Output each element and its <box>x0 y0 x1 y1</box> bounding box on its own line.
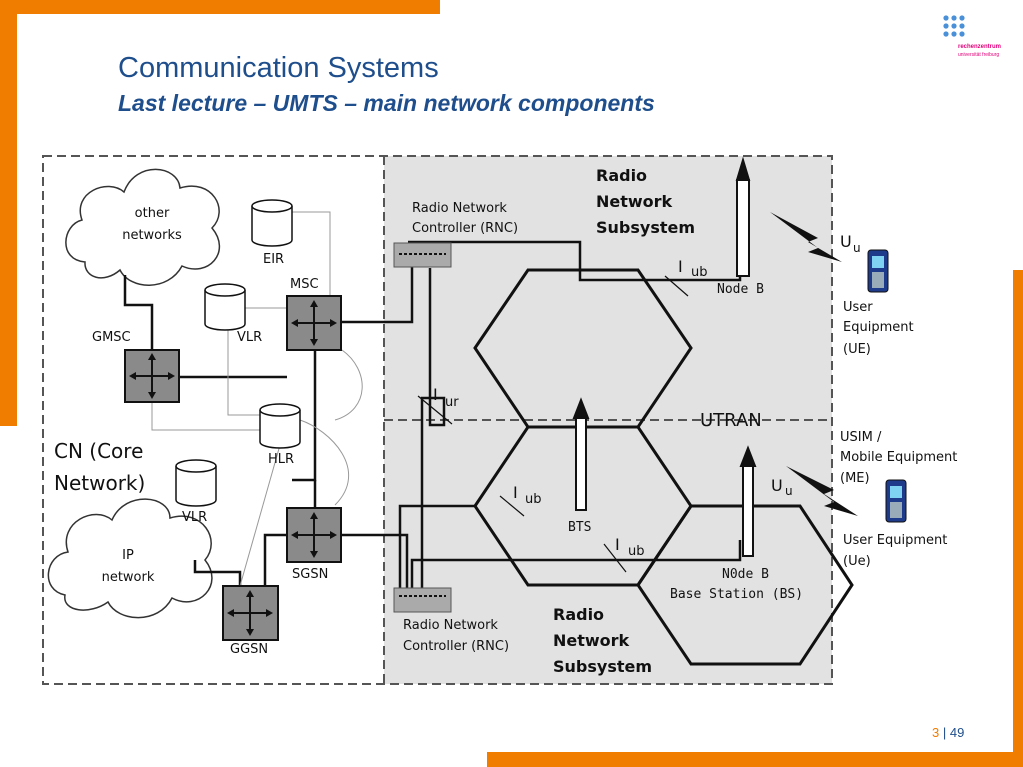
usim-label-2: Mobile Equipment <box>840 450 957 465</box>
cloud-other-label-1: other <box>135 206 170 221</box>
uu-top-label: U <box>840 232 852 251</box>
uu-top-sub-label: u <box>853 241 861 255</box>
rns-top-label-3: Subsystem <box>596 218 695 237</box>
hlr-database-icon <box>259 403 301 449</box>
iur-label: I <box>433 385 438 404</box>
usim-label-1: USIM / <box>840 430 882 445</box>
cell-hexagon-bottom <box>636 504 854 666</box>
other-networks-cloud-icon <box>65 168 221 286</box>
rns-top-label-1: Radio <box>596 166 647 185</box>
ue-top-label-1: User <box>843 300 873 315</box>
uu-bottom-label: U <box>771 476 783 495</box>
rnc-bottom-label-1: Radio Network <box>403 618 498 633</box>
gmsc-switch-icon <box>124 349 180 403</box>
rnc-top-label-2: Controller (RNC) <box>412 221 518 236</box>
vlr-top-database-icon <box>204 283 246 331</box>
bottom-orange-bar <box>487 752 1023 767</box>
outer-dashed-border <box>42 155 833 685</box>
top-left-orange-bar <box>0 0 440 14</box>
logo-text-line1: rechenzentrum <box>958 44 1002 50</box>
page-subtitle: Last lecture – UMTS – main network compo… <box>118 90 655 116</box>
ue-top-label-3: (UE) <box>843 342 871 357</box>
rns-bottom-label-3: Subsystem <box>553 657 652 676</box>
bts-label: BTS <box>568 520 591 535</box>
msc-switch-icon <box>286 295 342 351</box>
page-title: Communication Systems <box>118 52 439 84</box>
right-orange-bar <box>1013 270 1023 767</box>
node-b-top-label: Node B <box>717 282 764 297</box>
uu-bottom-lightning-icon <box>786 466 858 516</box>
base-station-label: Base Station (BS) <box>670 587 803 602</box>
page-current: 3 <box>932 725 940 740</box>
iub-top-label: I <box>678 257 683 276</box>
uu-top-lightning-icon <box>770 212 842 262</box>
node-b-bottom-antenna-icon <box>739 445 757 557</box>
iub-mid-sub-label: ub <box>525 492 542 507</box>
ggsn-label: GGSN <box>230 642 268 657</box>
core-network-label-2: Network) <box>54 471 145 495</box>
node-b-bottom-label: N0de B <box>722 567 769 582</box>
vlr-bottom-database-icon <box>175 459 217 507</box>
rns-top-label-2: Network <box>596 192 673 211</box>
ue-bottom-label-1: User Equipment <box>843 533 947 548</box>
rnc-bottom-label-2: Controller (RNC) <box>403 639 509 654</box>
utran-label: UTRAN <box>700 410 762 431</box>
sgsn-label: SGSN <box>292 567 328 582</box>
user-equipment-top-phone-icon <box>867 249 889 293</box>
node-b-top-antenna-icon <box>735 156 751 277</box>
rnc-bottom-icon <box>393 587 452 613</box>
page-separator: | <box>939 725 950 740</box>
msc-label: MSC <box>290 277 319 292</box>
iub-mid-label: I <box>513 483 518 502</box>
cloud-ip-label-2: network <box>102 570 155 585</box>
eir-database-icon <box>251 199 293 247</box>
page-total: 49 <box>949 725 965 740</box>
ggsn-switch-icon <box>222 585 279 641</box>
iub-bottom-sub-label: ub <box>628 544 645 559</box>
ip-network-cloud-icon <box>47 498 213 619</box>
iub-top-sub-label: ub <box>691 265 708 280</box>
iub-bottom-label: I <box>615 535 620 554</box>
rz-dots-logo-icon <box>943 15 965 37</box>
user-equipment-bottom-phone-icon <box>885 479 907 523</box>
vlr-top-label: VLR <box>237 330 262 345</box>
rnc-top-icon <box>393 242 452 268</box>
hlr-label: HLR <box>268 452 294 467</box>
eir-label: EIR <box>263 252 284 267</box>
rns-bottom-label-2: Network <box>553 631 630 650</box>
core-network-label-1: CN (Core <box>54 439 143 463</box>
bts-antenna-icon <box>572 397 590 511</box>
usim-label-3: (ME) <box>840 471 870 486</box>
rnc-top-label-1: Radio Network <box>412 201 507 216</box>
left-orange-bar <box>0 0 17 426</box>
page-number: 3 | 49 <box>932 725 964 740</box>
logo-text-line2: universität freiburg <box>958 52 1000 58</box>
cloud-ip-label-1: IP <box>122 548 134 563</box>
sgsn-switch-icon <box>286 507 342 563</box>
vlr-bottom-label: VLR <box>182 510 207 525</box>
ue-bottom-label-2: (Ue) <box>843 554 871 569</box>
gmsc-label: GMSC <box>92 330 131 345</box>
uu-bottom-sub-label: u <box>785 484 793 498</box>
ue-top-label-2: Equipment <box>843 320 914 335</box>
cloud-other-label-2: networks <box>122 228 182 243</box>
iur-sub-label: ur <box>445 395 459 410</box>
rns-bottom-label-1: Radio <box>553 605 604 624</box>
